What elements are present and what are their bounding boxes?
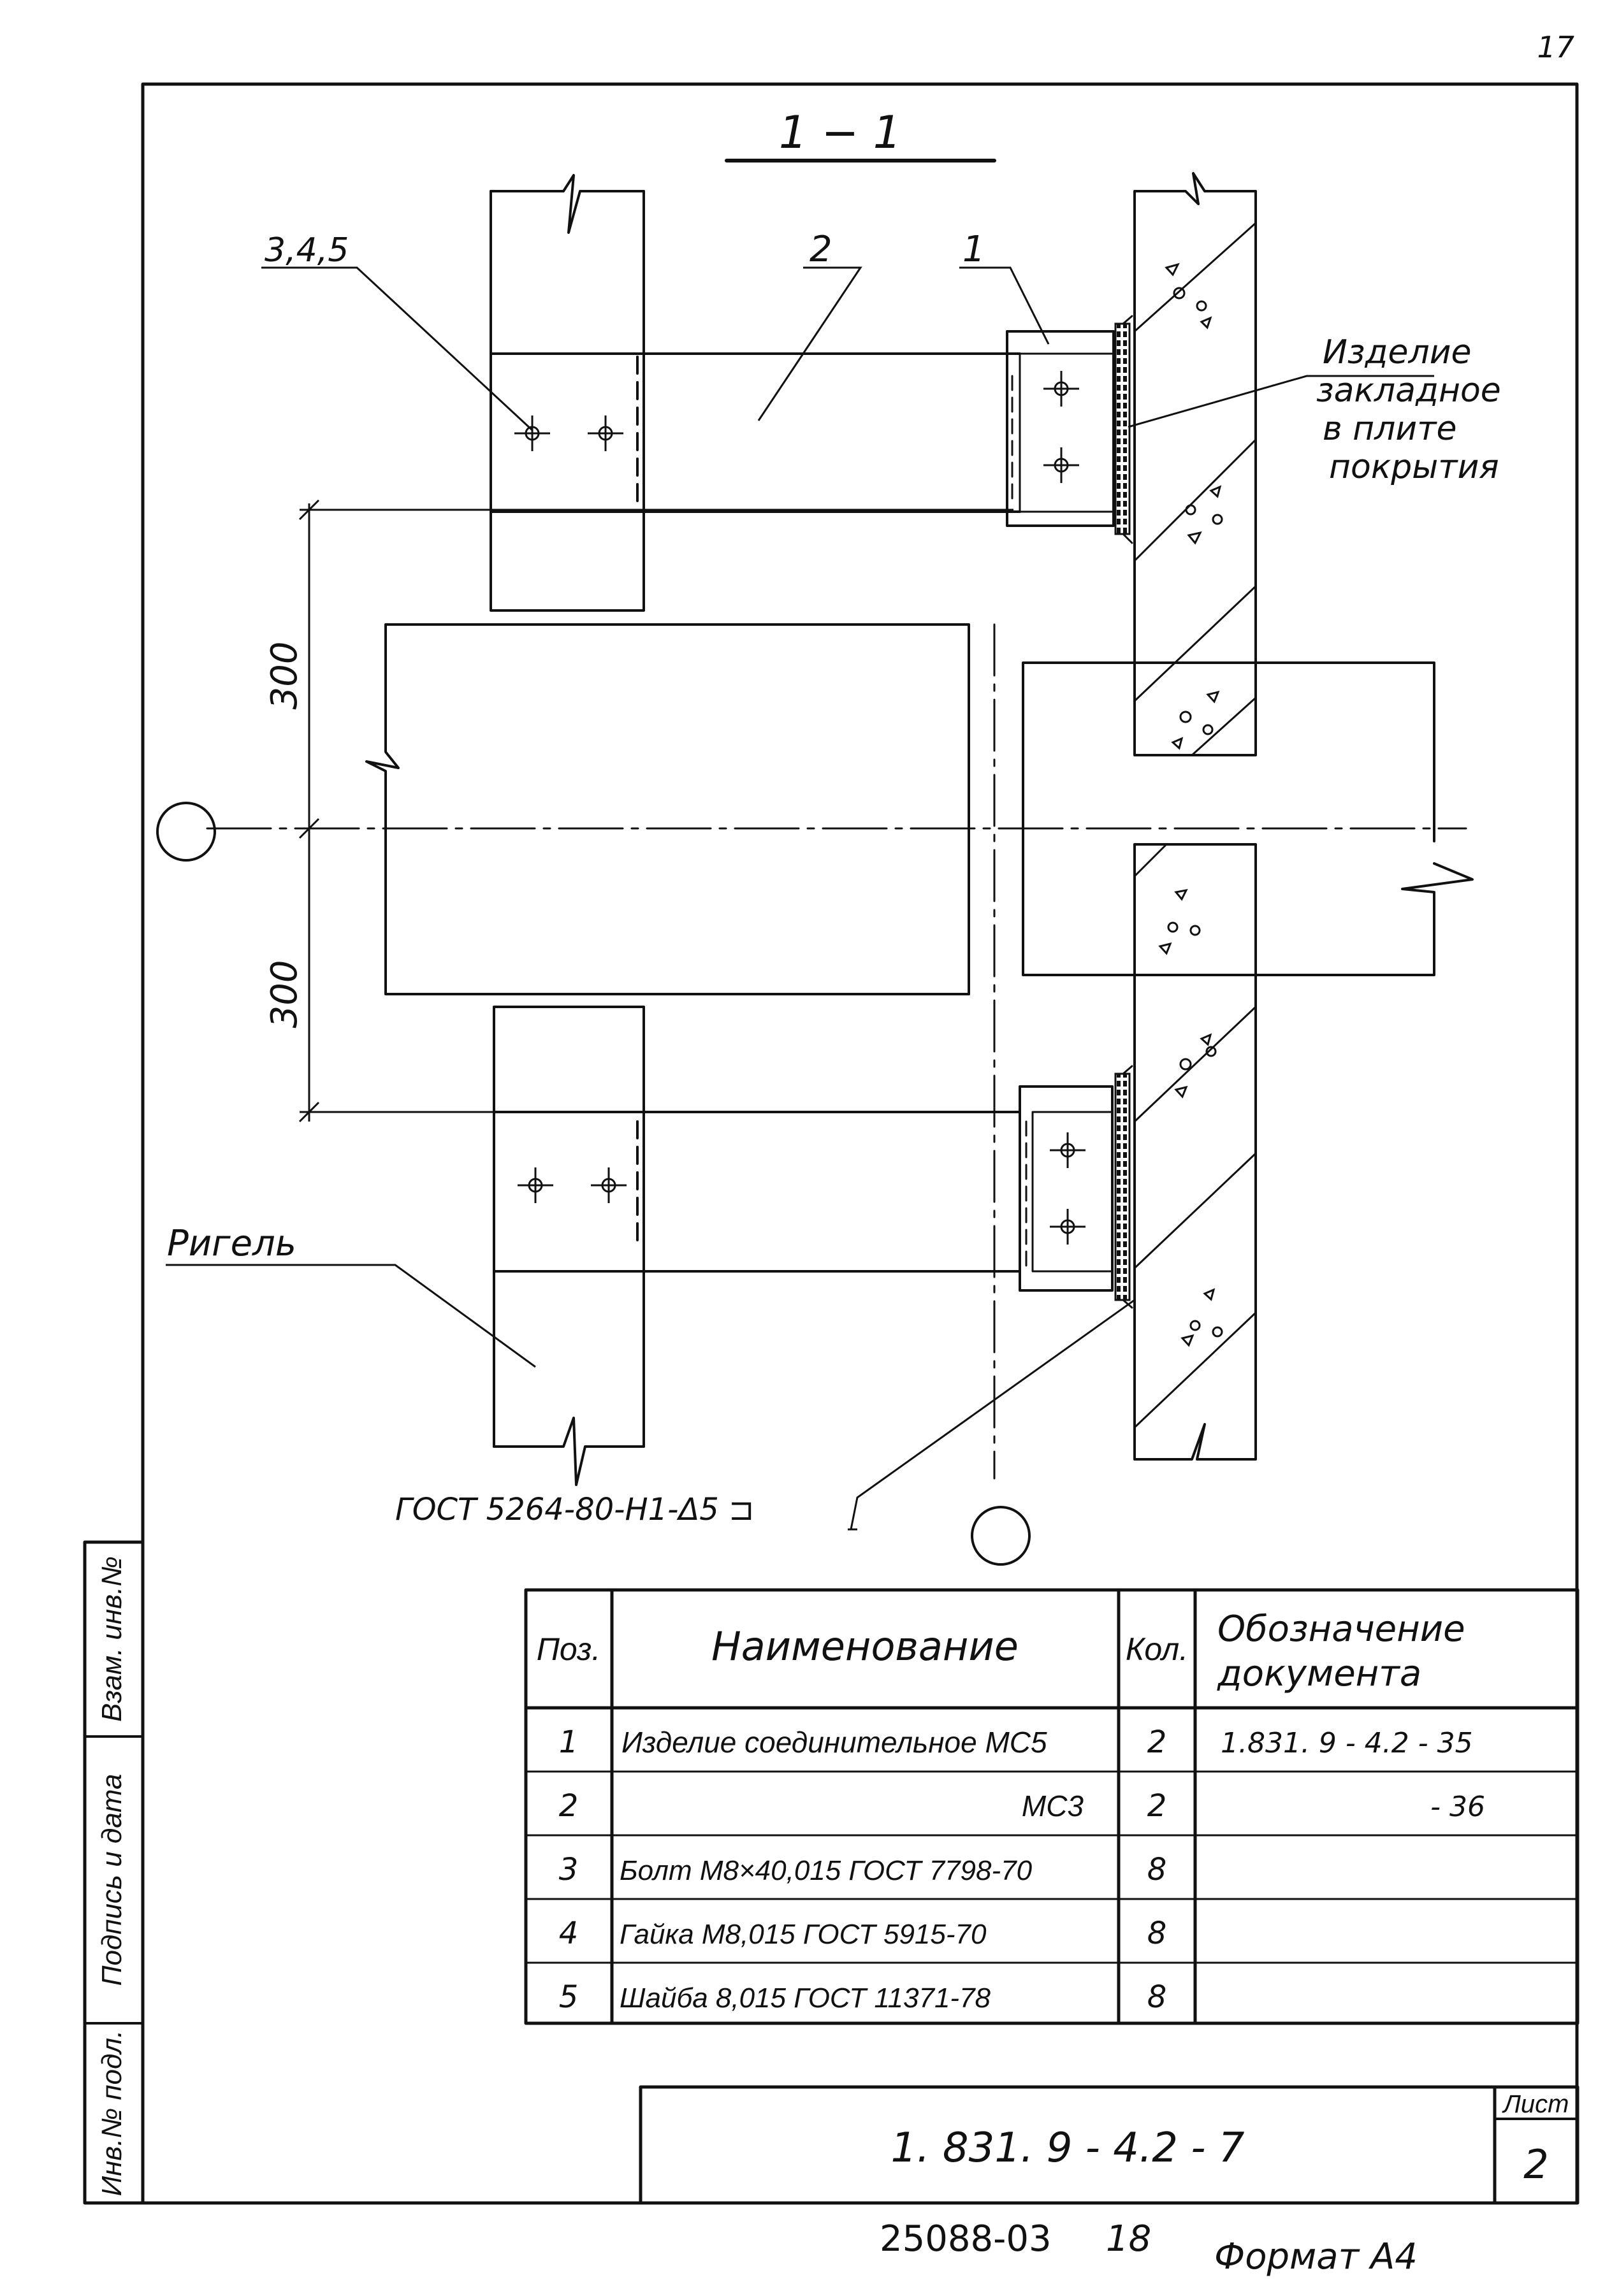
row-name: Гайка М8,015 ГОСТ 5915-70 (620, 1919, 987, 1950)
title-block (639, 2085, 1579, 2205)
svg-text:закладное: закладное (1316, 372, 1501, 410)
table-header-doc: Обозначение документа (1217, 1608, 1465, 1694)
weld-note: ГОСТ 5264-80-Н1-Δ5 ⊐ (395, 1492, 754, 1527)
document-designation: 1. 831. 9 - 4.2 - 7 (890, 2125, 1244, 2172)
svg-text:покрытия: покрытия (1329, 448, 1499, 486)
footer-copy-number: 18 (1106, 2218, 1151, 2260)
leader-label-rigel: Ригель (167, 1223, 296, 1264)
leader-label-fasteners: 3,4,5 (265, 231, 349, 270)
section-geometry (156, 172, 1474, 1566)
row-qty: 8 (1147, 1979, 1167, 2015)
table-header-name: Наименование (711, 1623, 1019, 1670)
bolt-symbols (514, 371, 1085, 1245)
table-row: 4 Гайка М8,015 ГОСТ 5915-70 8 (559, 1916, 1167, 1951)
svg-text:в плите: в плите (1323, 410, 1457, 448)
table-row: 1 Изделие соединительное МС5 2 1.831. 9 … (559, 1724, 1473, 1760)
row-name: МС3 (1022, 1789, 1084, 1823)
leader-label-item1: 1 (962, 229, 985, 270)
table-header-qty: Кол. (1126, 1631, 1188, 1667)
leader-lines (166, 266, 1434, 1531)
stamp-label-signature: Подпись и дата (96, 1774, 127, 1986)
row-name: Шайба 8,015 ГОСТ 11371-78 (620, 1982, 991, 2014)
svg-text:документа: документа (1217, 1653, 1421, 1694)
dimension-label-upper: 300 (264, 642, 305, 710)
side-stamp (83, 1540, 145, 2205)
row-qty: 2 (1147, 1788, 1167, 1824)
concrete-slab-top (1133, 172, 1257, 756)
sheet-number: 2 (1523, 2141, 1548, 2188)
row-pos: 4 (559, 1916, 579, 1951)
row-name: Изделие соединительное МС5 (621, 1726, 1047, 1759)
row-qty: 8 (1147, 1916, 1167, 1951)
table-header-pos: Поз. (537, 1631, 601, 1667)
row-pos: 3 (559, 1852, 579, 1888)
row-qty: 2 (1147, 1724, 1167, 1760)
page-number: 17 (1537, 30, 1574, 64)
table-row: 3 Болт М8×40,015 ГОСТ 7798-70 8 (559, 1852, 1167, 1888)
leader-label-embedded: Изделие закладное в плите покрытия (1316, 333, 1501, 486)
footer-format: Формат А4 (1214, 2236, 1418, 2278)
svg-text:1 − 1: 1 − 1 (779, 106, 901, 159)
spec-table (524, 1588, 1579, 2025)
table-row: 5 Шайба 8,015 ГОСТ 11371-78 8 (559, 1979, 1167, 2015)
row-pos: 2 (559, 1788, 579, 1824)
svg-text:Обозначение: Обозначение (1217, 1608, 1465, 1650)
concrete-slab-bottom (1133, 843, 1257, 1461)
svg-text:Изделие: Изделие (1323, 333, 1472, 372)
dimension-lines (298, 499, 1020, 1123)
row-pos: 1 (559, 1724, 579, 1760)
row-doc: - 36 (1430, 1791, 1485, 1823)
row-doc: 1.831. 9 - 4.2 - 35 (1221, 1727, 1473, 1759)
row-qty: 8 (1147, 1852, 1167, 1888)
section-label: 1 − 1 (725, 106, 996, 162)
stamp-label-inv: Инв.№ подл. (96, 2030, 127, 2197)
row-pos: 5 (559, 1979, 579, 2015)
stamp-label-replacement: Взам. инв.№ (96, 1556, 127, 1722)
footer-order-number: 25088-03 (880, 2218, 1052, 2260)
dimension-label-lower: 300 (264, 960, 305, 1029)
sheet-label: Лист (1502, 2090, 1569, 2118)
leader-label-item2: 2 (810, 229, 832, 270)
table-row: 2 МС3 2 - 36 (559, 1788, 1485, 1824)
row-name: Болт М8×40,015 ГОСТ 7798-70 (620, 1855, 1033, 1886)
